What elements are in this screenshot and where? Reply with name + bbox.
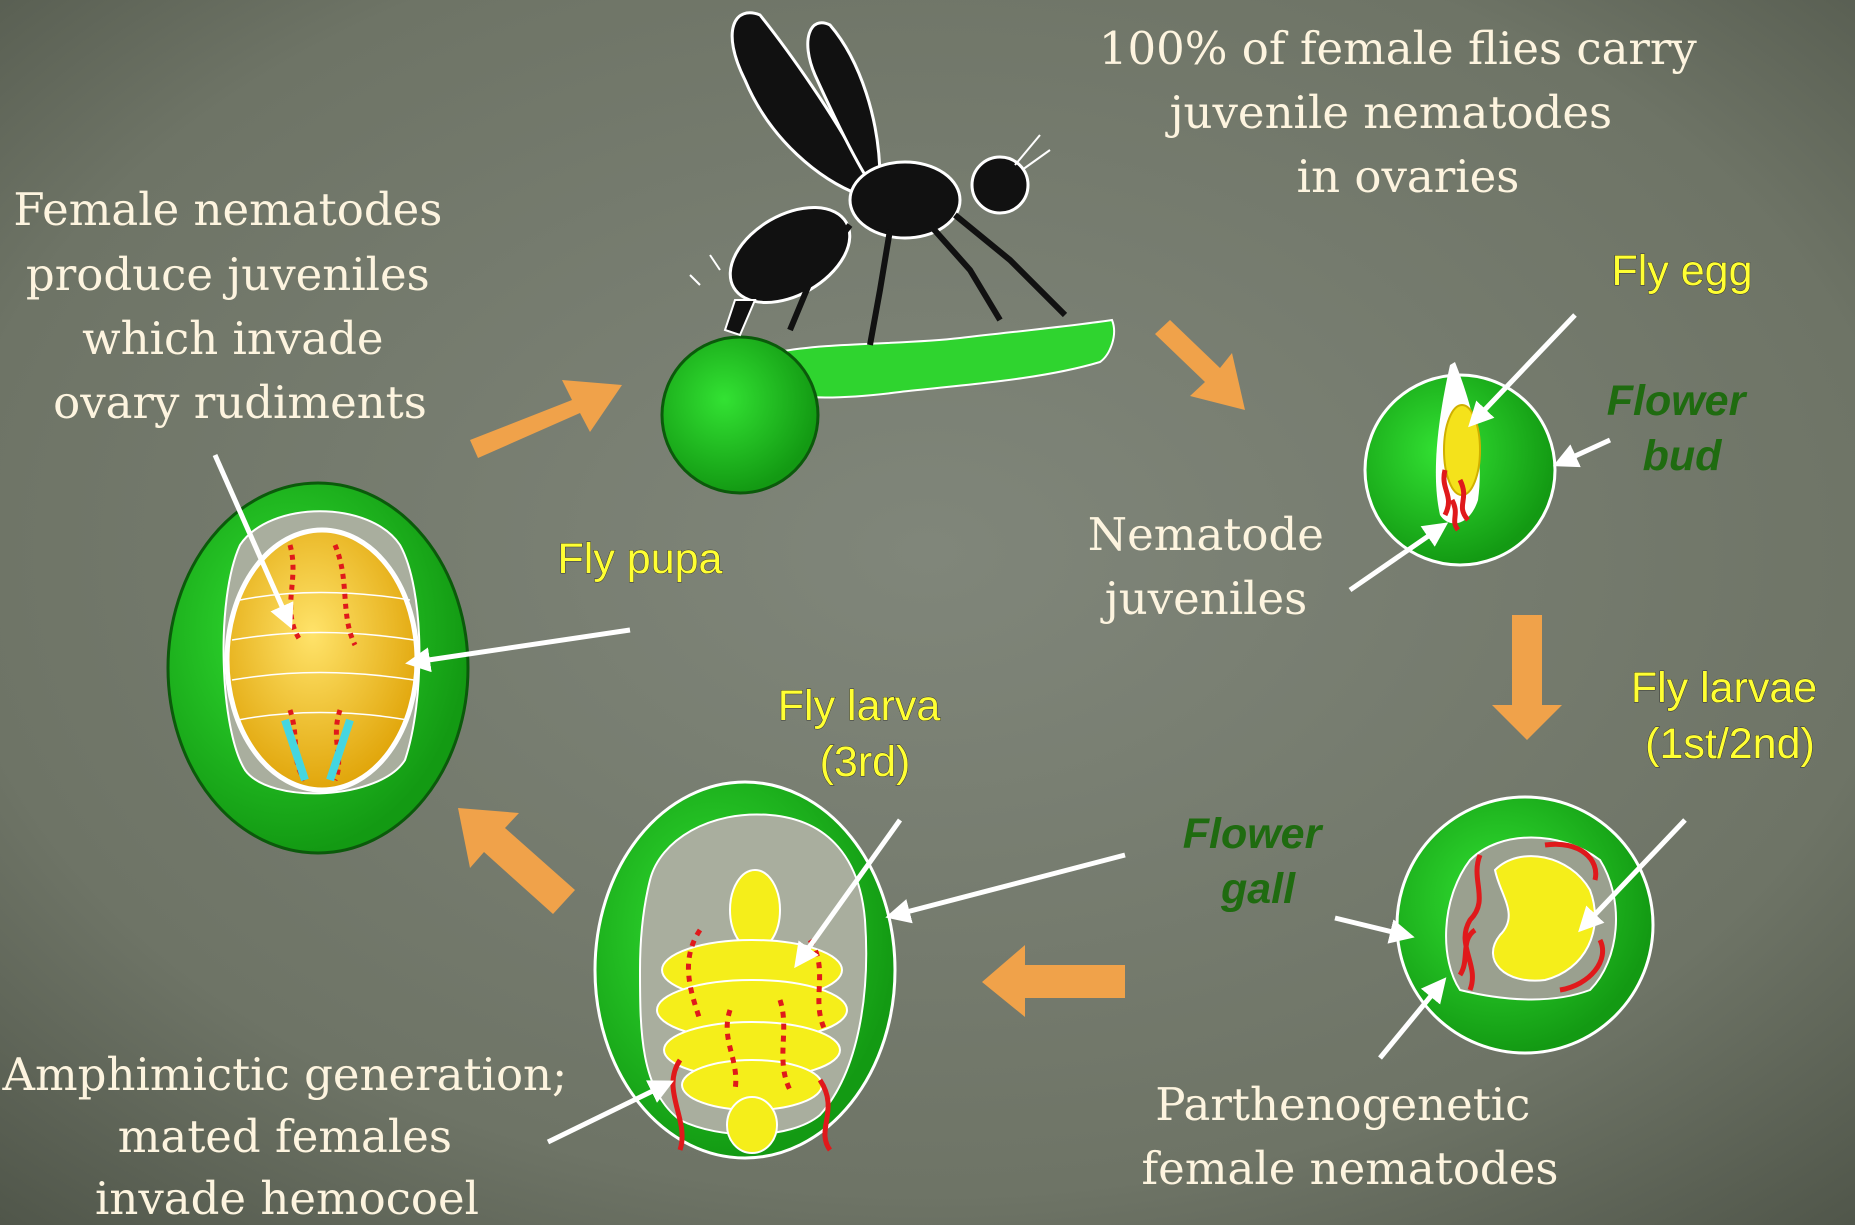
fly-head [972,157,1028,213]
fly-egg-label: Fly egg [1611,247,1752,295]
pupa-stage [168,483,468,853]
fly-pupa-label: Fly pupa [558,535,723,583]
larva-3rd-stage [595,782,895,1158]
flower-gall-stage [1397,797,1653,1053]
larva-head [730,870,780,950]
larva-tail [727,1097,777,1153]
fly-thorax [850,162,960,238]
plant-bud [662,337,818,493]
fly-pupa [227,530,417,790]
